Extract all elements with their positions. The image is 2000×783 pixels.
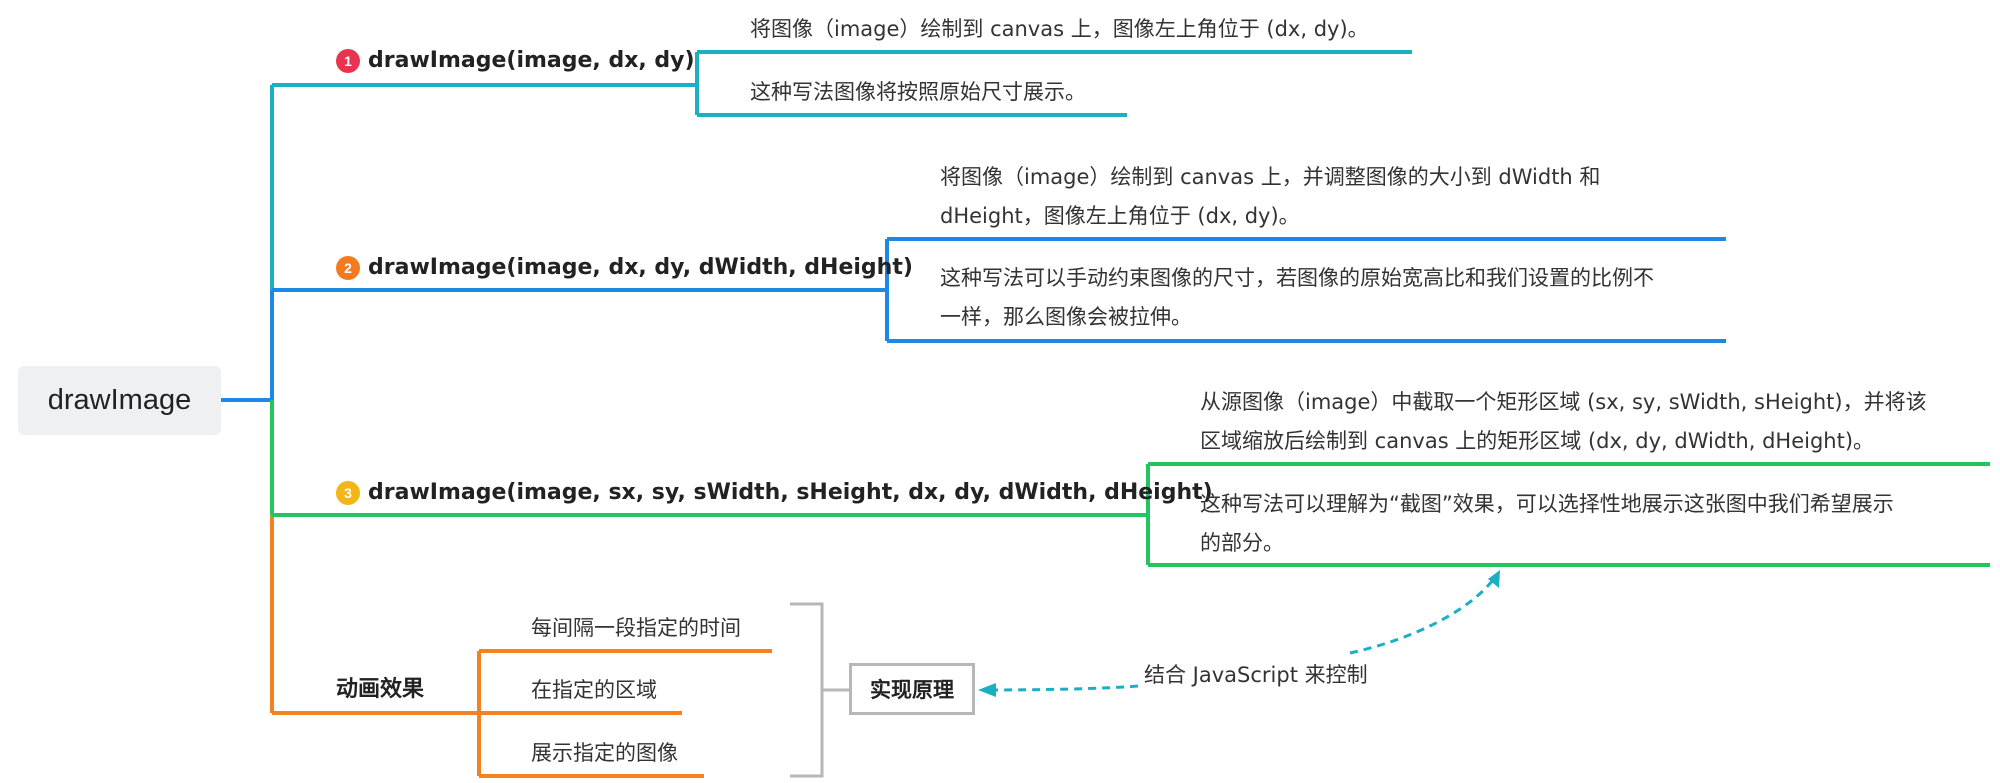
- branch-2-note-2-line-2: 一样，那么图像会被拉伸。: [940, 305, 1192, 329]
- root-label: drawImage: [47, 384, 192, 416]
- branch-1-note-1: 将图像（image）绘制到 canvas 上，图像左上角位于 (dx, dy)。: [750, 17, 1369, 41]
- relation-line-right: [1349, 575, 1498, 655]
- branch-3-note-1-line-1: 从源图像（image）中截取一个矩形区域 (sx, sy, sWidth, sH…: [1200, 390, 1927, 414]
- relation-arrow-right: [1488, 570, 1500, 588]
- branch-3-label: drawImage(image, sx, sy, sWidth, sHeight…: [368, 480, 1213, 505]
- number-2-icon: 2: [336, 256, 360, 280]
- branch-2-note-1-line-2: dHeight，图像左上角位于 (dx, dy)。: [940, 204, 1300, 228]
- branch-2-note-2-line-1: 这种写法可以手动约束图像的尺寸，若图像的原始宽高比和我们设置的比例不: [940, 266, 1654, 290]
- branch-1-node[interactable]: 1 drawImage(image, dx, dy): [336, 42, 695, 80]
- branch-2-label: drawImage(image, dx, dy, dWidth, dHeight…: [368, 255, 913, 280]
- branch-4-item-3: 展示指定的图像: [531, 741, 678, 765]
- summary-label: 实现原理: [870, 678, 954, 702]
- relation-line-left: [981, 684, 1139, 692]
- branch-4-label: 动画效果: [336, 677, 425, 702]
- branch-4-item-2: 在指定的区域: [531, 678, 657, 702]
- branch-3-note-2-line-2: 的部分。: [1200, 531, 1284, 555]
- branch-3-note-2-line-1: 这种写法可以理解为“截图”效果，可以选择性地展示这张图中我们希望展示: [1200, 492, 1894, 516]
- branch-4-node[interactable]: 动画效果: [336, 671, 424, 709]
- number-3-icon: 3: [336, 481, 360, 505]
- relation-arrow-left: [978, 683, 996, 697]
- branch-2-note-1-line-1: 将图像（image）绘制到 canvas 上，并调整图像的大小到 dWidth …: [940, 165, 1601, 189]
- branch-3-note-1-line-2: 区域缩放后绘制到 canvas 上的矩形区域 (dx, dy, dWidth, …: [1200, 429, 1875, 453]
- branch-1-label: drawImage(image, dx, dy): [368, 48, 695, 73]
- relation-label: 结合 JavaScript 来控制: [1144, 663, 1368, 687]
- branch-4-item-1: 每间隔一段指定的时间: [531, 616, 741, 640]
- number-1-icon: 1: [336, 49, 360, 73]
- summary-bracket: [790, 602, 849, 778]
- branch-2-node[interactable]: 2 drawImage(image, dx, dy, dWidth, dHeig…: [336, 249, 913, 287]
- branch-1-note-2: 这种写法图像将按照原始尺寸展示。: [750, 80, 1086, 104]
- summary-node[interactable]: 实现原理: [849, 663, 975, 715]
- root-node[interactable]: drawImage: [18, 366, 221, 435]
- branch-3-node[interactable]: 3 drawImage(image, sx, sy, sWidth, sHeig…: [336, 474, 1213, 512]
